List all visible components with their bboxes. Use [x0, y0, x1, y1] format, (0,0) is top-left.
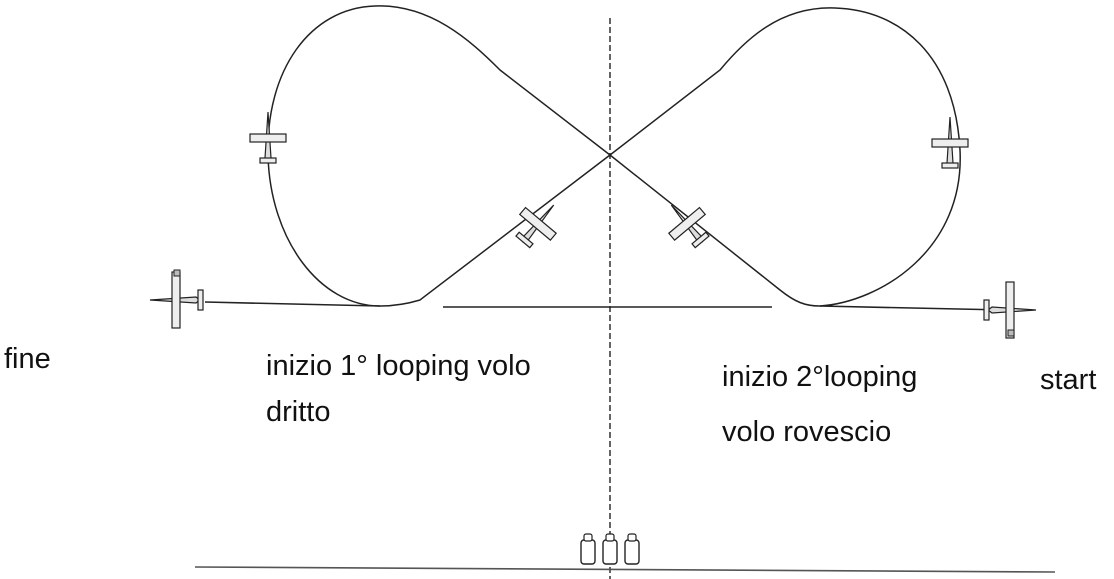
label-loop2-line1: inizio 2°looping — [722, 361, 918, 393]
label-loop1-line2: dritto — [266, 396, 331, 428]
airplane-icon — [149, 269, 204, 329]
airplane-icon — [515, 204, 558, 249]
label-loop2-line2: volo rovescio — [722, 416, 892, 448]
airplane-icon — [983, 281, 1037, 339]
judge-icon — [624, 533, 640, 565]
airplane-icon — [931, 116, 969, 169]
label-start: start — [1040, 364, 1097, 396]
label-fine: fine — [4, 343, 51, 375]
airplane-icon — [249, 111, 287, 164]
figure-eight-path — [267, 5, 961, 307]
airplane-icon — [667, 204, 710, 249]
label-loop1-line1: inizio 1° looping volo — [266, 350, 531, 382]
ground-line — [194, 566, 1056, 573]
judge-icon — [580, 533, 596, 565]
judge-icon — [602, 533, 618, 565]
exit-path-left — [204, 301, 381, 307]
entry-path-right — [819, 305, 1006, 311]
